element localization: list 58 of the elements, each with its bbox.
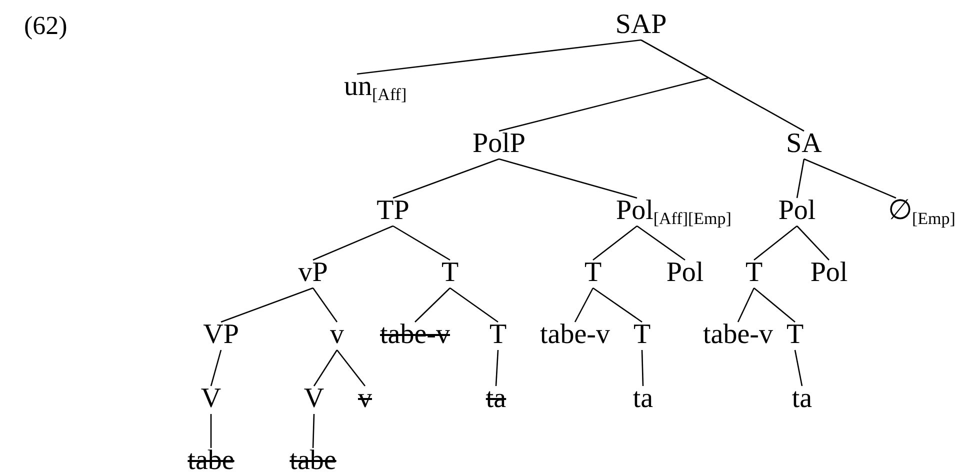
tree-node-label: PolP	[472, 130, 526, 158]
branch-line	[636, 225, 686, 261]
branch-line	[796, 158, 805, 198]
branch-line	[794, 350, 803, 386]
branch-line	[313, 350, 338, 386]
tree-node-label: vP	[298, 259, 328, 287]
branch-line	[210, 350, 222, 386]
branch-line	[592, 287, 642, 323]
tree-node-label: V	[200, 385, 222, 413]
branch-line	[312, 414, 315, 448]
branch-line	[592, 225, 638, 261]
tree-node-label: Pol	[666, 259, 704, 287]
struck-word: tabe-v	[380, 321, 450, 349]
branch-line	[498, 158, 638, 199]
tree-node-label: un$_{[Aff]}$	[344, 73, 407, 101]
tree-node-label: VP	[203, 321, 239, 349]
branch-line	[804, 158, 896, 199]
tree-node-label: Pol	[810, 259, 848, 287]
example-number: (62)	[24, 12, 68, 40]
tree-node-label: tabe-v	[540, 321, 610, 349]
branch-line	[495, 350, 499, 386]
struck-word: tabe	[188, 447, 234, 475]
tree-node-label: T	[786, 321, 804, 349]
branch-line	[498, 77, 708, 132]
struck-word: tabe	[290, 447, 336, 475]
branch-line	[754, 288, 796, 322]
branch-line	[796, 226, 830, 260]
tree-node-label: SAP	[615, 11, 667, 39]
tree-node-label: V	[304, 385, 324, 413]
tree-node-label: tabe-v	[703, 321, 773, 349]
branch-line	[737, 288, 755, 322]
branch-line	[312, 225, 394, 261]
branch-line	[392, 158, 500, 199]
tree-node-label: ta	[792, 385, 812, 413]
branch-line	[754, 226, 798, 260]
tree-node-label: T	[441, 259, 459, 287]
branch-line	[210, 414, 212, 448]
branch-line	[450, 287, 498, 323]
tree-node-label: T	[584, 259, 602, 287]
tree-node-label: T	[489, 321, 507, 349]
branch-line	[414, 288, 450, 322]
branch-line	[574, 288, 594, 322]
branch-line	[641, 350, 644, 386]
branch-line	[220, 287, 314, 323]
branch-line	[312, 288, 338, 322]
branch-line	[392, 225, 450, 261]
branch-line	[640, 39, 804, 132]
tree-node-label: T	[633, 321, 651, 349]
tree-node-label: ta	[632, 385, 654, 413]
tree-node-label: SA	[786, 130, 822, 158]
branch-line	[336, 350, 366, 386]
struck-word: ta	[486, 385, 506, 413]
tree-node-label: T	[745, 259, 763, 287]
tree-node-label: TP	[376, 197, 410, 225]
struck-word: v	[358, 385, 372, 413]
tree-node-label: v	[330, 321, 344, 349]
tree-node-label: Pol	[778, 197, 816, 225]
branch-line	[356, 39, 642, 75]
